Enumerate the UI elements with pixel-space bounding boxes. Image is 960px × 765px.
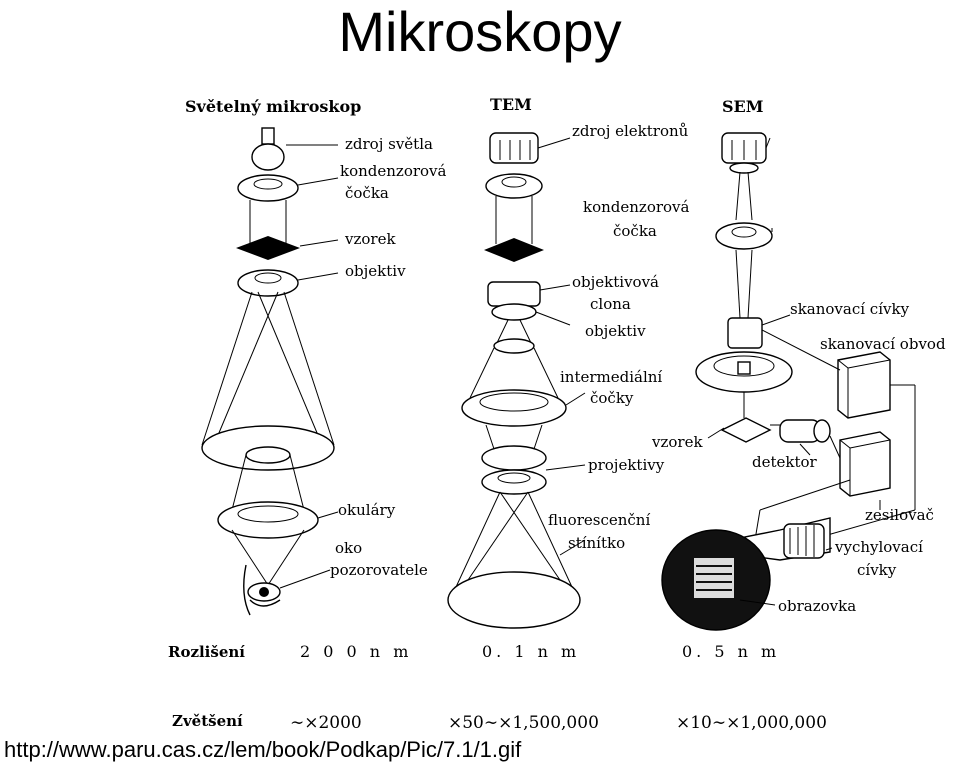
magnification-sem: ×10∼×1,000,000 (676, 713, 827, 733)
label-light-objective: objektiv (345, 262, 406, 280)
label-sem-deflection-1: vychylovací (834, 538, 923, 556)
magnification-tem: ×50∼×1,500,000 (448, 713, 599, 733)
label-sem-specimen: vzorek (651, 433, 703, 451)
source-url: http://www.paru.cas.cz/lem/book/Podkap/P… (4, 737, 522, 762)
header-light-microscope: Světelný mikroskop (185, 97, 361, 116)
label-tem-intermediate-2: čočky (590, 389, 634, 407)
label-sem-scan-coils: skanovací cívky (790, 300, 910, 318)
label-light-eyepieces: okuláry (338, 501, 396, 519)
label-tem-objective-aperture-2: clona (590, 295, 631, 313)
resolution-light: 2 0 0 n m (300, 642, 412, 661)
label-sem-crt: obrazovka (778, 597, 856, 615)
magnification-light: ∼×2000 (290, 713, 362, 733)
resolution-tem: 0. 1 n m (482, 642, 580, 661)
light-microscope-drawing (201, 127, 339, 616)
label-tem-projectives: projektivy (588, 456, 665, 474)
header-tem: TEM (490, 95, 532, 114)
label-tem-objective: objektiv (585, 322, 646, 340)
sem-drawing (661, 132, 916, 631)
label-sem-condenser-1: kondenzorová (583, 198, 690, 216)
label-tem-electron-source: zdroj elektronů (572, 122, 689, 140)
label-sem-scan-circuit: skanovací obvod (820, 335, 946, 353)
label-light-eye: oko (335, 539, 362, 557)
tem-drawing (447, 132, 586, 629)
page-title: Mikroskopy (338, 0, 622, 63)
label-light-condenser-2: čočka (345, 184, 389, 202)
label-light-source: zdroj světla (345, 135, 433, 153)
label-tem-intermediate-1: intermediální (560, 368, 662, 386)
label-light-condenser-1: kondenzorová (340, 162, 447, 180)
label-tem-fluorescent-2: stínítko (568, 534, 625, 552)
resolution-label: Rozlišení (168, 643, 245, 661)
label-light-specimen: vzorek (344, 230, 396, 248)
label-sem-detector: detektor (752, 453, 818, 471)
label-light-observer: pozorovatele (330, 561, 428, 579)
label-tem-objective-aperture-1: objektivová (572, 273, 659, 291)
label-tem-fluorescent-1: fluorescenční (548, 511, 650, 529)
label-sem-deflection-2: cívky (857, 561, 897, 579)
magnification-label: Zvětšení (172, 712, 243, 730)
label-sem-amplifier: zesilovač (865, 506, 934, 524)
label-sem-condenser-2: čočka (613, 222, 657, 240)
resolution-sem: 0. 5 n m (682, 642, 780, 661)
header-sem: SEM (722, 97, 763, 116)
